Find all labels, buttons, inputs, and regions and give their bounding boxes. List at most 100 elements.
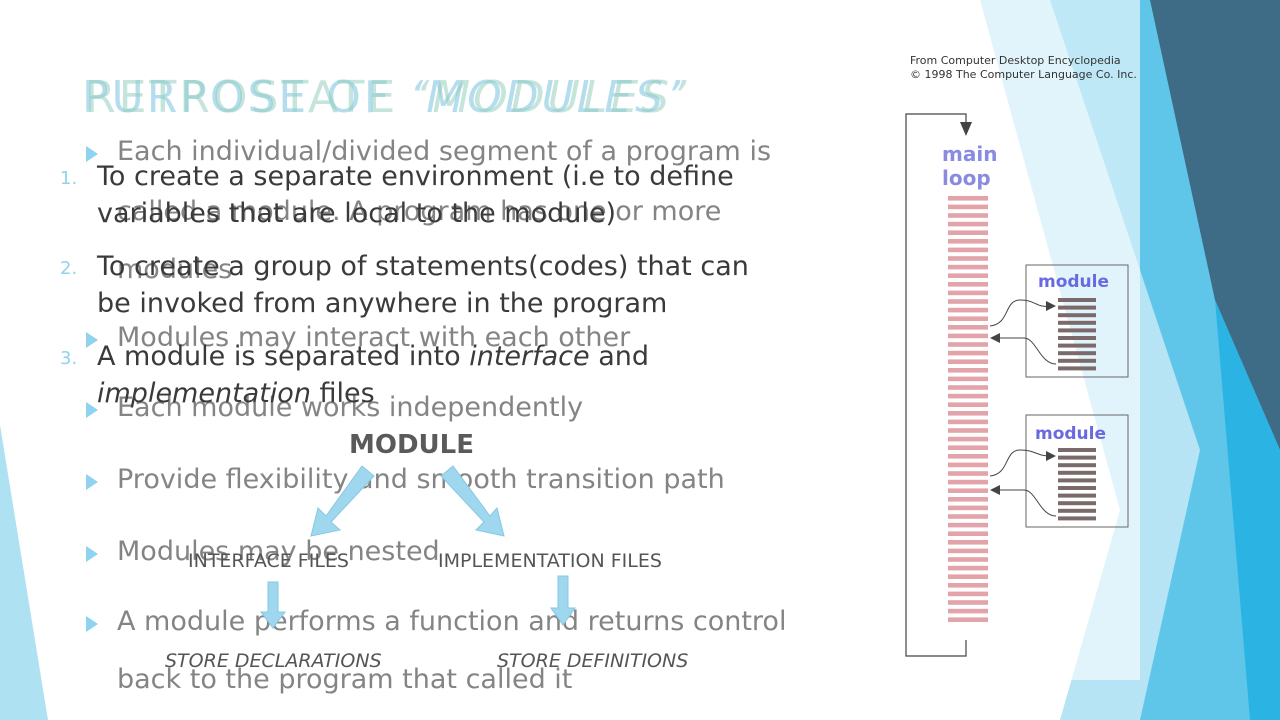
figure-credit: From Computer Desktop Encyclopedia © 199… <box>910 54 1137 81</box>
loop-stripe <box>948 574 988 579</box>
loop-stripe <box>948 454 988 459</box>
loop-stripe <box>948 247 988 253</box>
loop-stripe <box>948 350 988 356</box>
loop-stripe <box>948 411 988 416</box>
store-definitions-label: STORE DEFINITIONS <box>497 650 689 672</box>
module-label-1: module <box>1038 272 1110 292</box>
loop-stripe <box>948 583 988 588</box>
loop-stripe <box>948 565 988 571</box>
loop-stripe <box>948 436 988 442</box>
module-box-2 <box>1025 414 1129 528</box>
right-down-arrow-icon <box>550 575 576 626</box>
loop-stripe <box>948 256 988 261</box>
loop-stripe <box>948 204 988 210</box>
loop-stripe <box>948 531 988 536</box>
loop-stripe <box>948 221 988 227</box>
bullet-arrow-icon <box>86 146 98 162</box>
loop-stripe <box>948 290 988 296</box>
left-diagonal-arrow-icon <box>310 465 375 537</box>
module-stripe <box>1058 501 1096 506</box>
loop-stripe <box>948 488 988 493</box>
module-stripe <box>1058 478 1096 483</box>
right-accent-dark <box>1150 0 1280 450</box>
loop-stripe <box>948 591 988 597</box>
module-stripe <box>1058 313 1096 318</box>
loop-stripe <box>948 428 988 433</box>
right-accent-bright <box>1215 300 1280 720</box>
loop-stripe <box>948 342 988 347</box>
left-down-arrow-icon <box>260 581 286 629</box>
module-stripe <box>1058 298 1096 302</box>
loop-stripe <box>948 359 988 364</box>
loop-stripe <box>948 540 988 545</box>
return-connector-2 <box>1000 489 1057 517</box>
main-loop-stripes <box>948 196 988 622</box>
module-stripe <box>1058 366 1096 371</box>
module-stripe <box>1058 305 1096 310</box>
module-stripe <box>1058 343 1096 348</box>
loop-stripe <box>948 264 988 270</box>
module-box-1 <box>1025 264 1129 378</box>
loop-line <box>905 113 967 657</box>
store-declarations-label: STORE DECLARATIONS <box>165 650 382 672</box>
loop-stripe <box>948 325 988 330</box>
loop-stripe <box>948 514 988 519</box>
right-diagonal-arrow-icon <box>440 465 505 537</box>
module-stripe <box>1058 493 1096 498</box>
loop-stripe <box>948 471 988 476</box>
return-connector-1 <box>1000 337 1057 365</box>
bullet-arrow-icon <box>86 332 98 348</box>
bullet-arrow-icon <box>86 402 98 418</box>
loop-stripe <box>948 196 988 201</box>
module-heading: MODULE <box>349 430 474 460</box>
module-stripe <box>1058 470 1096 475</box>
arrowhead-icon <box>990 485 1000 495</box>
loop-stripe <box>948 239 988 244</box>
module-stripe <box>1058 448 1096 452</box>
loop-stripe <box>948 299 988 304</box>
loop-stripe <box>948 282 988 287</box>
loop-stripe <box>948 497 988 502</box>
main-loop-label: main loop <box>942 142 998 190</box>
module-label-2: module <box>1035 424 1107 444</box>
arrowhead-icon <box>1046 451 1056 461</box>
bullet-arrow-icon <box>86 616 98 632</box>
module-2-stripes <box>1058 448 1096 521</box>
module-stripe <box>1058 358 1096 363</box>
loop-stripe <box>948 479 988 485</box>
left-corner-accent <box>0 425 48 720</box>
module-stripe <box>1058 516 1096 521</box>
loop-stripe <box>948 462 988 468</box>
loop-stripe <box>948 333 988 339</box>
module-stripe <box>1058 508 1096 513</box>
module-stripe <box>1058 336 1096 340</box>
module-1-stripes <box>1058 298 1096 371</box>
loop-stripe <box>948 608 988 614</box>
call-connector-2 <box>989 449 1051 477</box>
arrowhead-icon <box>990 333 1000 343</box>
module-stripe <box>1058 328 1096 333</box>
loop-stripe <box>948 548 988 554</box>
loop-stripe <box>948 617 988 622</box>
loop-stripe <box>948 230 988 235</box>
bullet-arrow-icon <box>86 474 98 490</box>
loop-stripe <box>948 316 988 321</box>
bullet-arrow-icon <box>86 546 98 562</box>
module-stripe <box>1058 463 1096 468</box>
arrowhead-icon <box>1046 301 1056 311</box>
loop-stripe <box>948 307 988 313</box>
loop-stripe <box>948 419 988 425</box>
loop-arrow-icon <box>960 122 972 136</box>
slide-title-front: RETROSTATE ‘MODULES’ <box>85 72 690 123</box>
module-stripe <box>1058 486 1096 490</box>
implementation-files-label: IMPLEMENTATION FILES <box>438 550 662 572</box>
loop-stripe <box>948 522 988 528</box>
loop-stripe <box>948 600 988 605</box>
loop-stripe <box>948 376 988 382</box>
module-stripe <box>1058 320 1096 325</box>
call-connector-1 <box>989 299 1051 327</box>
loop-stripe <box>948 402 988 407</box>
module-stripe <box>1058 455 1096 460</box>
loop-stripe <box>948 385 988 390</box>
